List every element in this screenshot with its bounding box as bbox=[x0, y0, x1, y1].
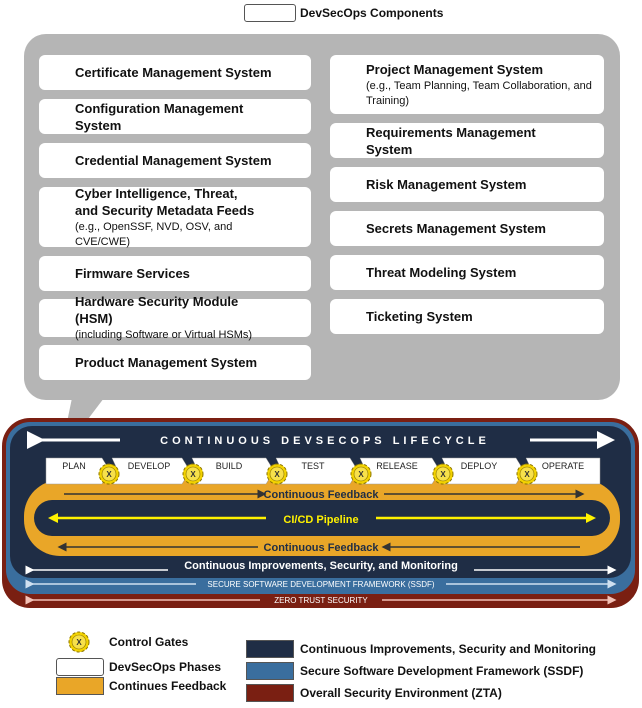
component-box: Secrets Management System bbox=[330, 211, 604, 246]
component-box: Hardware Security Module (HSM) (includin… bbox=[39, 294, 311, 341]
pipeline-arrowhead-right bbox=[586, 513, 596, 523]
feedback-bottom-label: Continuous Feedback bbox=[264, 542, 380, 554]
component-box: Cyber Intelligence, Threat, and Security… bbox=[39, 185, 311, 248]
component-title: Project Management System bbox=[366, 61, 544, 77]
component-box: Threat Modeling System bbox=[330, 255, 604, 290]
legend-improvements: Continuous Improvements, Security and Mo… bbox=[300, 642, 597, 656]
component-box: Requirements Management System bbox=[330, 123, 604, 158]
component-subtitle: (e.g., OpenSSF, NVD, OSV, and CVE/CWE) bbox=[75, 220, 233, 248]
top-legend: DevSecOps Components bbox=[244, 4, 443, 22]
legend-zta: Overall Security Environment (ZTA) bbox=[300, 686, 502, 700]
gate-label: X bbox=[358, 470, 364, 479]
component-box: Product Management System bbox=[39, 345, 311, 380]
component-title: Cyber Intelligence, Threat, and Security… bbox=[75, 185, 255, 218]
gear-icon: X bbox=[516, 463, 538, 485]
component-title: Credential Management System bbox=[75, 153, 272, 168]
phase-label: RELEASE bbox=[376, 461, 418, 471]
component-title: Configuration Management System bbox=[75, 100, 244, 133]
component-title: Threat Modeling System bbox=[366, 265, 517, 280]
component-box: Certificate Management System bbox=[39, 55, 311, 90]
gear-icon: X bbox=[350, 463, 372, 485]
gate-label: X bbox=[524, 470, 530, 479]
ssdf-label: SECURE SOFTWARE DEVELOPMENT FRAMEWORK (S… bbox=[207, 580, 434, 589]
component-title: Firmware Services bbox=[75, 266, 190, 281]
component-title: Hardware Security Module (HSM) bbox=[75, 294, 239, 326]
legend-ssdf: Secure Software Development Framework (S… bbox=[300, 664, 584, 678]
component-subtitle: (e.g., Team Planning, Team Collaboration… bbox=[366, 79, 592, 107]
legend-zta-swatch bbox=[246, 684, 294, 702]
zta-label: ZERO TRUST SECURITY bbox=[274, 596, 368, 605]
component-title: Risk Management System bbox=[366, 177, 527, 192]
gate-label: X bbox=[274, 470, 280, 479]
component-box: Ticketing System bbox=[330, 299, 604, 334]
phase-label: TEST bbox=[301, 461, 325, 471]
legend-improvements-swatch bbox=[246, 640, 294, 658]
legend-ssdf-swatch bbox=[246, 662, 294, 680]
pipeline-label: CI/CD Pipeline bbox=[283, 514, 358, 526]
gear-icon: X bbox=[182, 463, 204, 485]
gear-icon: X bbox=[432, 463, 454, 485]
lifecycle-title-bg bbox=[120, 432, 530, 448]
component-box: Firmware Services bbox=[39, 256, 311, 291]
component-title: Certificate Management System bbox=[75, 65, 272, 80]
phase-label: OPERATE bbox=[542, 461, 584, 471]
component-title: Product Management System bbox=[75, 355, 258, 370]
gate-label: X bbox=[190, 470, 196, 479]
component-title: Ticketing System bbox=[366, 309, 473, 324]
component-subtitle: (including Software or Virtual HSMs) bbox=[75, 329, 253, 341]
control-gates: X X X X X X bbox=[98, 463, 538, 485]
component-box: Risk Management System bbox=[330, 167, 604, 202]
phase-label: BUILD bbox=[216, 461, 243, 471]
legend-phases-swatch bbox=[56, 658, 104, 676]
component-title: Requirements Management System bbox=[366, 124, 536, 157]
pipeline-arrowhead-left bbox=[48, 513, 58, 523]
phase-label: PLAN bbox=[62, 461, 86, 471]
legend-control-gates: Control Gates bbox=[109, 635, 189, 649]
gear-icon: X bbox=[98, 463, 120, 485]
legend-phases: DevSecOps Phases bbox=[109, 660, 222, 674]
ssdf-label-bg bbox=[196, 578, 446, 590]
components-swatch bbox=[244, 4, 296, 22]
lifecycle-title: CONTINUOUS DEVSECOPS LIFECYCLE bbox=[160, 435, 490, 447]
gate-label: X bbox=[440, 470, 446, 479]
component-box: Credential Management System bbox=[39, 143, 311, 178]
component-title: Secrets Management System bbox=[366, 221, 546, 236]
components-legend-label: DevSecOps Components bbox=[300, 6, 444, 20]
component-box: Configuration Management System bbox=[39, 99, 311, 134]
improvements-label-bg bbox=[168, 558, 474, 573]
phase-label: DEVELOP bbox=[128, 461, 171, 471]
zta-label-bg bbox=[260, 594, 382, 606]
phase-tabs bbox=[45, 457, 601, 485]
gear-icon: X bbox=[266, 463, 288, 485]
component-box: Project Management System (e.g., Team Pl… bbox=[330, 55, 604, 114]
pipeline-label-bg bbox=[266, 511, 376, 526]
legend-feedback: Continues Feedback bbox=[109, 679, 227, 693]
phase-label: DEPLOY bbox=[461, 461, 498, 471]
improvements-label: Continuous Improvements, Security, and M… bbox=[184, 560, 458, 572]
legend-feedback-swatch bbox=[56, 677, 104, 695]
gate-label: X bbox=[106, 470, 112, 479]
feedback-top-label: Continuous Feedback bbox=[264, 489, 380, 501]
